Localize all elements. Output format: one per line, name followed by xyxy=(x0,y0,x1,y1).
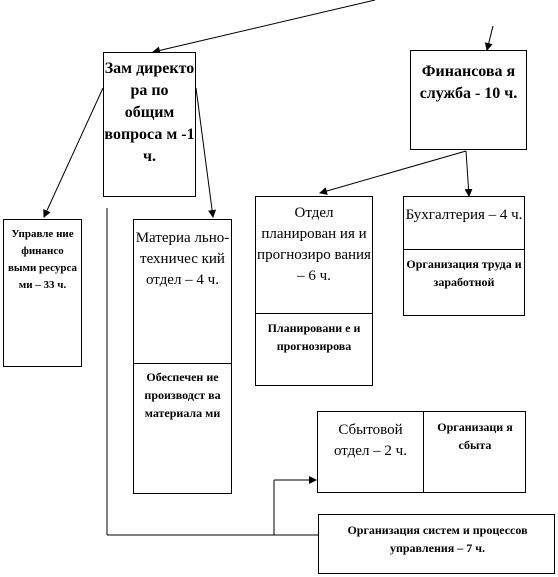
node-logistics-function: Обеспечен ие производст ва материала ми xyxy=(144,370,221,420)
arrow-fin-plan xyxy=(319,150,467,195)
node-management-systems-label: Организация систем и процессов управлени… xyxy=(347,523,528,555)
node-finance-service-label: Финансова я служба - 10 ч. xyxy=(419,63,518,102)
node-sales-divider xyxy=(423,412,424,492)
node-logistics-dept-label: Материа льно-техничес кий отдел – 4 ч. xyxy=(135,230,230,288)
node-sales-dept-label: Сбытовой отдел – 2 ч. xyxy=(334,422,407,459)
node-logistics-dept: Материа льно-техничес кий отдел – 4 ч. О… xyxy=(133,219,232,494)
node-accounting-function: Организация труда и заработной xyxy=(406,257,522,289)
node-planning-dept-label: Отдел планирован ия и прогнозиро вания –… xyxy=(257,205,371,284)
node-planning-divider xyxy=(256,313,372,314)
node-planning-dept: Отдел планирован ия и прогнозиро вания –… xyxy=(255,196,373,386)
node-sales-function: Организаци я сбыта xyxy=(437,420,513,452)
node-logistics-divider xyxy=(134,363,231,364)
node-deputy-director-label: Зам директо ра по общим вопроса м -1 ч. xyxy=(104,60,195,165)
arrow-zam-mto xyxy=(195,87,217,218)
node-accounting-label: Бухгалтерия – 4 ч. xyxy=(405,207,523,223)
node-sales-dept: Сбытовой отдел – 2 ч. Организаци я сбыта xyxy=(317,411,526,493)
node-accounting: Бухгалтерия – 4 ч. Организация труда и з… xyxy=(403,196,525,316)
arrow-zam-upr xyxy=(43,87,104,218)
node-planning-function: Планировани е и прогнозирова xyxy=(267,321,361,353)
node-financial-resources-label: Управле ние финансо выми ресурса ми – 33… xyxy=(7,228,78,291)
node-management-systems: Организация систем и процессов управлени… xyxy=(318,514,555,574)
arrow-fin-buh xyxy=(464,150,473,197)
node-accounting-divider xyxy=(404,249,524,250)
node-deputy-director: Зам директо ра по общим вопроса м -1 ч. xyxy=(103,52,196,197)
node-finance-service: Финансова я служба - 10 ч. xyxy=(410,50,527,150)
arrow-to-zam xyxy=(152,0,376,55)
arrow-to-fin xyxy=(484,25,494,51)
node-financial-resources: Управле ние финансо выми ресурса ми – 33… xyxy=(3,219,82,367)
